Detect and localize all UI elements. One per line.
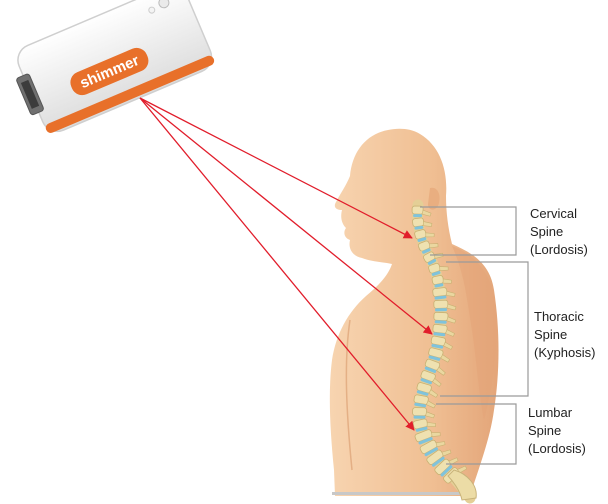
label-line: (Kyphosis) xyxy=(534,344,595,362)
label-line: Thoracic xyxy=(534,308,595,326)
vertebra xyxy=(434,300,448,308)
label-line: Spine xyxy=(534,326,595,344)
label-line: (Lordosis) xyxy=(530,241,588,259)
label-thoracic-spine: Thoracic Spine (Kyphosis) xyxy=(534,308,595,362)
vertebra xyxy=(413,408,427,416)
label-line: Spine xyxy=(528,422,586,440)
label-cervical-spine: Cervical Spine (Lordosis) xyxy=(530,205,588,259)
intervertebral-disc xyxy=(435,308,447,311)
label-lumbar-spine: Lumbar Spine (Lordosis) xyxy=(528,404,586,458)
shimmer-sensor-device: shimmer xyxy=(6,0,217,139)
vertebra xyxy=(434,312,448,321)
intervertebral-disc xyxy=(413,214,422,217)
intervertebral-disc xyxy=(413,416,425,419)
label-line: (Lordosis) xyxy=(528,440,586,458)
figure-base-line xyxy=(332,492,472,495)
human-torso-figure xyxy=(330,129,499,496)
vertebra xyxy=(433,324,448,334)
vertebra xyxy=(412,218,424,227)
label-line: Cervical xyxy=(530,205,588,223)
vertebra xyxy=(432,287,447,297)
label-line: Lumbar xyxy=(528,404,586,422)
intervertebral-disc xyxy=(435,320,447,324)
label-line: Spine xyxy=(530,223,588,241)
